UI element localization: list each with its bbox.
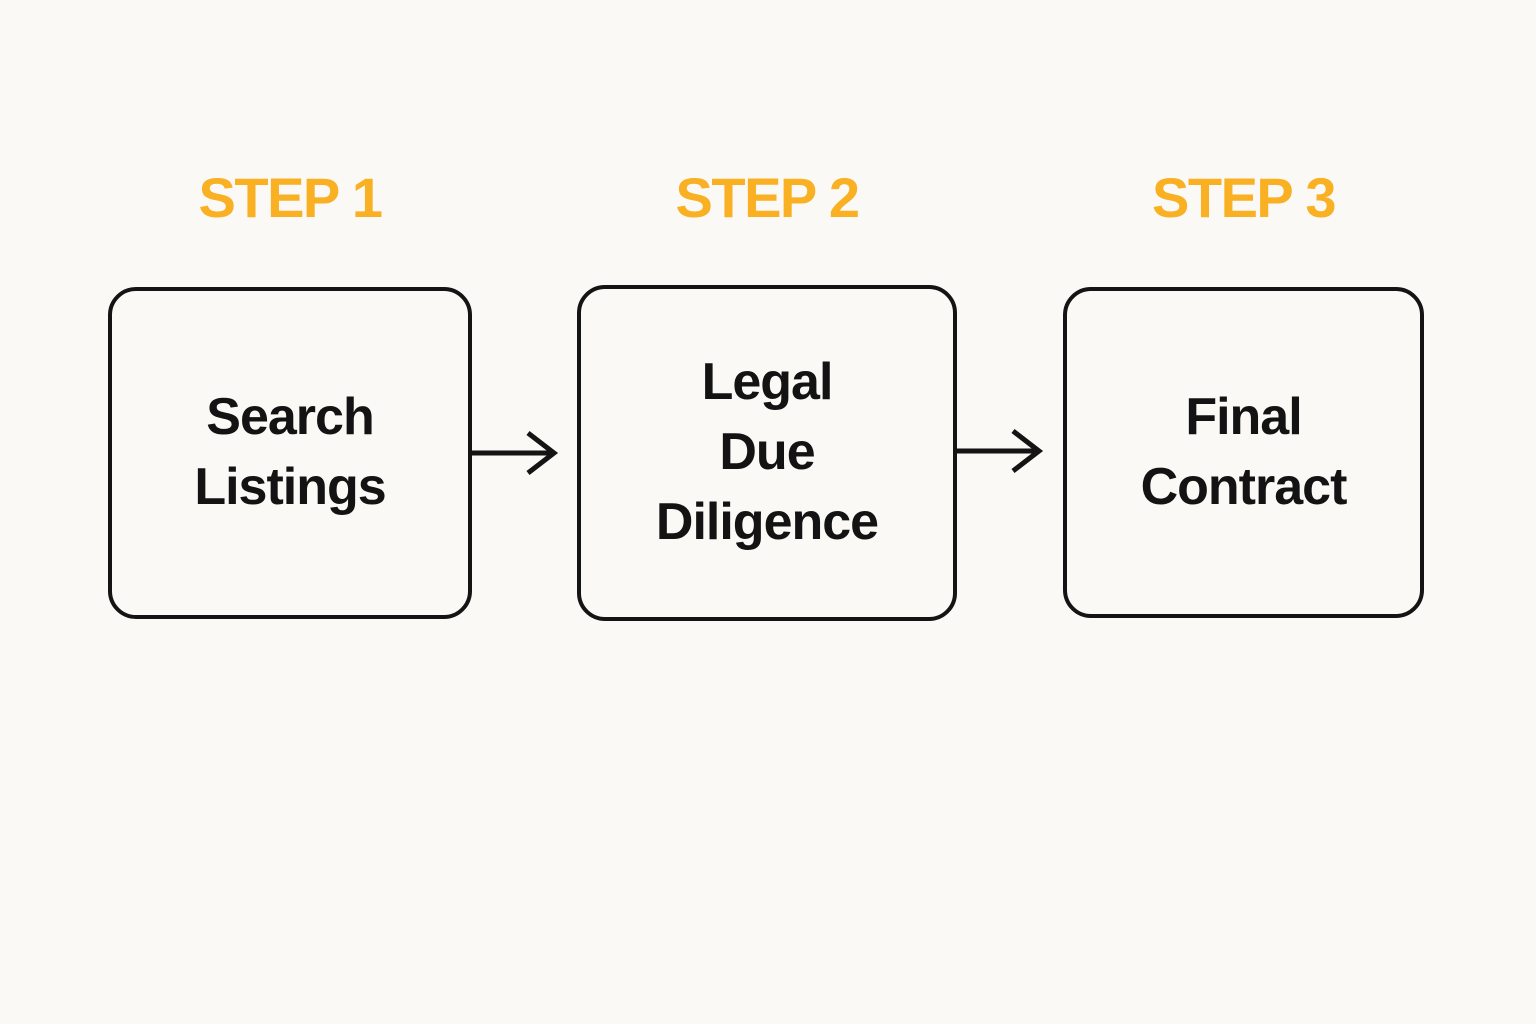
arrow-right-icon [955, 429, 1044, 473]
arrow-right-icon [470, 431, 559, 475]
step-1-label: STEP 1 [198, 166, 383, 229]
step-3-label: STEP 3 [1152, 166, 1336, 229]
step-2-label: STEP 2 [675, 166, 860, 229]
step-2-box: Legal Due Diligence [577, 285, 957, 621]
step-1-box-text: Search Listings [194, 388, 386, 516]
step-3-box-text: Final Contract [1140, 387, 1348, 516]
step-1-box: Search Listings [108, 287, 472, 619]
step-3-box: Final Contract [1063, 287, 1424, 618]
step-2-box-text: Legal Due Diligence [655, 353, 879, 551]
